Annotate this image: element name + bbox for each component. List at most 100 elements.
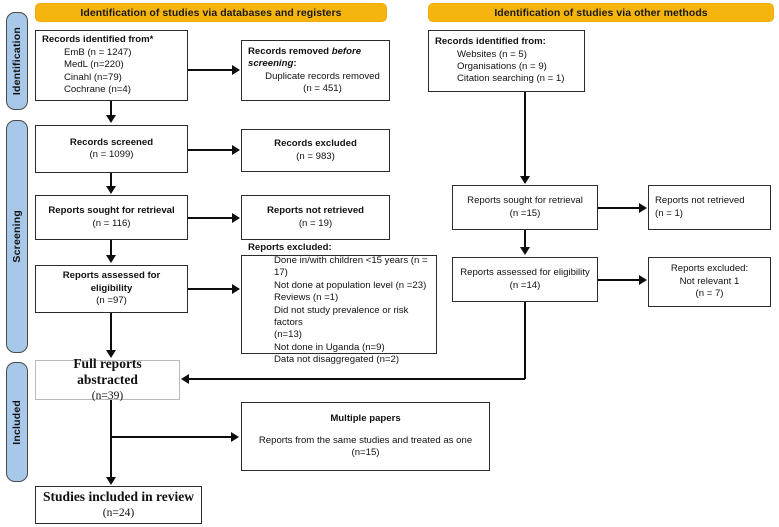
other-sought-title: Reports sought for retrieval bbox=[467, 195, 583, 207]
connector-othersought-to-othernotretrieved bbox=[598, 207, 640, 209]
connector-sought-to-assessed bbox=[110, 240, 112, 256]
box-other-not-retrieved: Reports not retrieved (n = 1) bbox=[648, 185, 771, 230]
box-studies-included: Studies included in review (n=24) bbox=[35, 486, 202, 524]
reports-sought-title: Reports sought for retrieval bbox=[48, 205, 175, 217]
box-reports-sought: Reports sought for retrieval (n = 116) bbox=[35, 195, 188, 240]
arrowhead-otherassessed-to-fullreports bbox=[181, 374, 189, 384]
records-identified-line-1: EmB (n = 1247) bbox=[64, 46, 132, 58]
other-not-retrieved-title: Reports not retrieved bbox=[655, 195, 745, 207]
records-screened-count: (n = 1099) bbox=[89, 149, 134, 160]
reports-excluded-title: Reports excluded: bbox=[248, 242, 332, 254]
connector-assessed-to-excluded bbox=[188, 288, 233, 290]
records-removed-title-colon: : bbox=[293, 58, 297, 70]
reports-assessed-count: (n =97) bbox=[96, 295, 127, 307]
other-excluded-title: Reports excluded: bbox=[670, 263, 749, 275]
connector-identified-to-removed bbox=[188, 69, 233, 71]
connector-identified-to-screened bbox=[110, 101, 112, 117]
records-identified-title: Records identified from* bbox=[42, 34, 154, 46]
arrowhead-identified-to-screened bbox=[106, 115, 116, 123]
arrowhead-screened-to-excluded bbox=[232, 145, 240, 155]
arrowhead-identified-to-removed bbox=[232, 65, 240, 75]
phase-screening: Screening bbox=[6, 120, 28, 353]
arrowhead-screened-to-sought bbox=[106, 186, 116, 194]
arrowhead-sought-to-notretrieved bbox=[232, 213, 240, 223]
records-removed-line-2: (n = 451) bbox=[303, 82, 342, 94]
multiple-papers-body: Reports from the same studies and treate… bbox=[258, 434, 473, 446]
reports-excluded-line-4: Did not study prevalence or risk factors bbox=[274, 304, 409, 328]
box-reports-not-retrieved: Reports not retrieved (n = 19) bbox=[241, 195, 390, 240]
full-reports-title: Full reports abstracted bbox=[73, 356, 142, 387]
reports-sought-count: (n = 116) bbox=[92, 217, 131, 229]
header-other-methods: Identification of studies via other meth… bbox=[428, 3, 774, 22]
arrowhead-otherassessed-to-otherexcluded bbox=[639, 275, 647, 285]
records-removed-title: Records removed before screening: bbox=[248, 46, 383, 71]
records-screened-title: Records screened bbox=[69, 136, 154, 148]
connector-otherassessed-to-otherexcluded bbox=[598, 279, 640, 281]
other-sought-count: (n =15) bbox=[509, 207, 541, 219]
records-identified-line-3: Cinahl (n=79) bbox=[64, 71, 122, 83]
multiple-papers-title: Multiple papers bbox=[330, 413, 401, 425]
phase-screening-label: Screening bbox=[11, 210, 23, 263]
records-excluded-title: Records excluded bbox=[274, 138, 357, 150]
multiple-papers-count: (n=15) bbox=[351, 447, 380, 459]
studies-included-count: (n=24) bbox=[102, 507, 135, 519]
connector-screened-to-excluded bbox=[188, 149, 233, 151]
other-identified-line-1: Websites (n = 5) bbox=[457, 48, 527, 60]
box-other-assessed: Reports assessed for eligibility (n =14) bbox=[452, 257, 598, 302]
full-reports-count: (n=39) bbox=[91, 390, 124, 402]
phase-included-label: Included bbox=[11, 399, 23, 445]
other-not-retrieved-count: (n = 1) bbox=[655, 207, 683, 219]
connector-sought-to-notretrieved bbox=[188, 217, 233, 219]
box-other-excluded: Reports excluded: Not relevant 1 (n = 7) bbox=[648, 257, 771, 307]
arrowhead-to-studies-included bbox=[106, 477, 116, 485]
records-removed-line-1: Duplicate records removed bbox=[265, 70, 380, 82]
box-records-screened: Records screened (n = 1099) bbox=[35, 125, 188, 173]
box-records-removed: Records removed before screening: Duplic… bbox=[241, 40, 390, 101]
other-assessed-count: (n =14) bbox=[509, 279, 541, 291]
multiple-papers-spacer bbox=[248, 426, 483, 435]
box-reports-assessed: Reports assessed for eligibility (n =97) bbox=[35, 265, 188, 313]
box-records-excluded: Records excluded (n = 983) bbox=[241, 129, 390, 172]
phase-identification-label: Identification bbox=[11, 26, 23, 96]
connector-fullreports-to-multiple bbox=[110, 436, 232, 438]
arrowhead-othersought-to-otherassessed bbox=[520, 247, 530, 255]
box-multiple-papers: Multiple papers Reports from the same st… bbox=[241, 402, 490, 471]
connector-otherassessed-down bbox=[524, 302, 526, 379]
arrowhead-assessed-to-excluded bbox=[232, 284, 240, 294]
other-assessed-title: Reports assessed for eligibility bbox=[460, 267, 590, 279]
other-identified-title: Records identified from: bbox=[435, 36, 546, 48]
arrowhead-assessed-to-fullreports bbox=[106, 350, 116, 358]
records-removed-title-plain: Records removed bbox=[248, 45, 332, 57]
box-records-identified: Records identified from* EmB (n = 1247) … bbox=[35, 30, 188, 101]
connector-screened-to-sought bbox=[110, 173, 112, 187]
phase-included: Included bbox=[6, 362, 28, 482]
reports-excluded-line-5: (n=13) bbox=[274, 329, 302, 341]
other-excluded-count: (n = 7) bbox=[695, 288, 724, 300]
arrowhead-otheridentified-to-othersought bbox=[520, 176, 530, 184]
box-full-reports-abstracted: Full reports abstracted (n=39) bbox=[35, 356, 180, 402]
records-identified-line-2: MedL (n=220) bbox=[64, 59, 124, 71]
reports-assessed-title-1: Reports assessed for bbox=[62, 270, 161, 282]
reports-excluded-line-7: Data not disaggregated (n=2) bbox=[274, 354, 400, 366]
connector-fullreports-trunk bbox=[110, 400, 112, 478]
studies-included-title: Studies included in review bbox=[43, 489, 194, 504]
reports-excluded-line-3: Reviews (n =1) bbox=[274, 292, 339, 304]
reports-excluded-line-6: Not done in Uganda (n=9) bbox=[274, 341, 385, 353]
arrowhead-fullreports-to-multiple bbox=[231, 432, 239, 442]
reports-excluded-line-1: Done in/with children <15 years (n = 17) bbox=[274, 254, 428, 279]
other-identified-line-3: Citation searching (n = 1) bbox=[457, 73, 565, 85]
other-identified-line-2: Organisations (n = 9) bbox=[457, 61, 547, 72]
reports-excluded-line-2: Not done at population level (n =23) bbox=[274, 279, 427, 291]
connector-assessed-to-fullreports bbox=[110, 313, 112, 351]
header-other-label: Identification of studies via other meth… bbox=[494, 6, 708, 19]
connector-othersought-to-otherassessed bbox=[524, 230, 526, 248]
records-removed-title-italic: before screening bbox=[248, 45, 362, 70]
header-databases-label: Identification of studies via databases … bbox=[80, 6, 342, 19]
connector-otheridentified-to-othersought bbox=[524, 92, 526, 177]
reports-assessed-title-2: eligibility bbox=[90, 282, 133, 294]
records-identified-line-4: Cochrane (n=4) bbox=[64, 84, 131, 96]
reports-not-retrieved-count: (n = 19) bbox=[298, 217, 333, 229]
other-excluded-reason: Not relevant 1 bbox=[679, 275, 740, 287]
box-other-sought: Reports sought for retrieval (n =15) bbox=[452, 185, 598, 230]
